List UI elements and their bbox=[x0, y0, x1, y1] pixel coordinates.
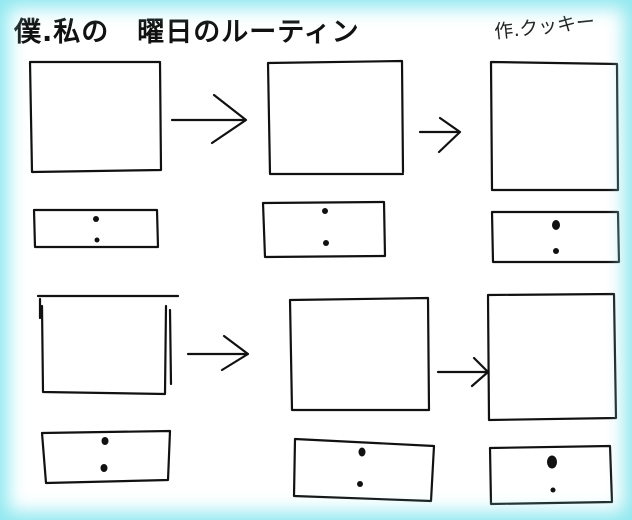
frame-5 bbox=[288, 296, 431, 412]
caption-dot bbox=[547, 455, 557, 469]
caption-box-6 bbox=[488, 444, 614, 506]
caption-dot bbox=[553, 248, 559, 254]
frame-1 bbox=[28, 60, 163, 174]
page-title: 僕.私の 曜日のルーティン bbox=[14, 17, 360, 48]
caption-dot bbox=[94, 237, 100, 243]
arrow-4 bbox=[436, 356, 490, 388]
caption-dot bbox=[358, 447, 366, 457]
panel-row-2 bbox=[36, 292, 618, 422]
caption-row-1 bbox=[32, 200, 621, 264]
caption-dot bbox=[552, 220, 560, 230]
caption-box-2 bbox=[261, 200, 387, 259]
caption-dot bbox=[550, 487, 556, 493]
frame-2 bbox=[266, 59, 405, 176]
caption-dot bbox=[93, 216, 99, 222]
caption-box-3 bbox=[490, 210, 621, 264]
caption-dot bbox=[322, 208, 328, 214]
caption-dot bbox=[100, 464, 108, 472]
caption-dot bbox=[357, 481, 363, 487]
arrow-1 bbox=[170, 93, 248, 145]
caption-box-1 bbox=[32, 208, 160, 249]
caption-box-5 bbox=[292, 437, 436, 503]
caption-box-4 bbox=[40, 429, 172, 485]
arrow-3 bbox=[186, 334, 250, 372]
frame-6 bbox=[486, 292, 618, 422]
caption-dot bbox=[101, 437, 109, 445]
caption-row-2 bbox=[40, 429, 614, 506]
arrow-2 bbox=[418, 116, 462, 154]
panel-row-1 bbox=[28, 59, 620, 192]
frame-3 bbox=[489, 60, 620, 192]
caption-dot bbox=[323, 240, 329, 246]
frame-4 bbox=[36, 294, 180, 396]
